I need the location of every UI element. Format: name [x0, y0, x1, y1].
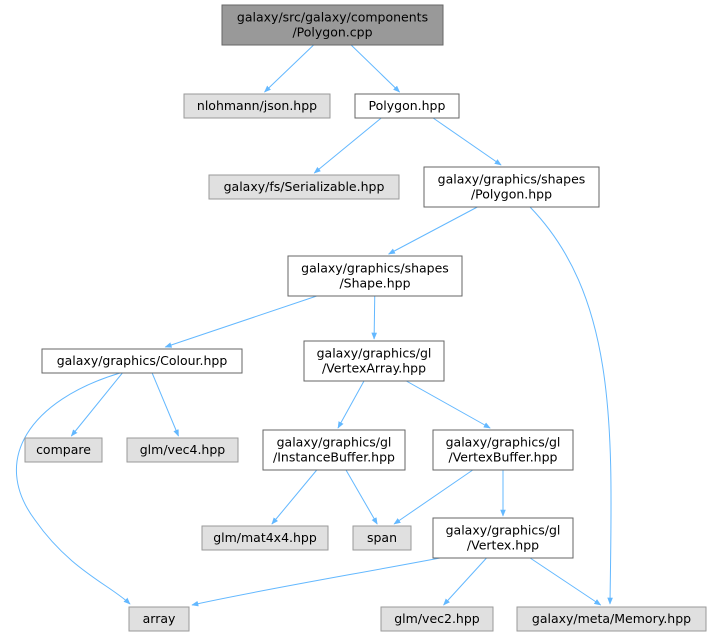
- node-box: [128, 606, 190, 632]
- node-box: [432, 429, 574, 471]
- edge-colour-to-array: [16, 372, 131, 605]
- node-label-line: span: [367, 530, 397, 545]
- edge-shapes_polygon-to-memory: [529, 206, 613, 605]
- node-label-line: /InstanceBuffer.hpp: [273, 450, 395, 465]
- node-root[interactable]: galaxy/src/galaxy/components/Polygon.cpp: [221, 4, 444, 46]
- node-polygon-hpp[interactable]: Polygon.hpp: [354, 93, 460, 119]
- node-label-line: /VertexArray.hpp: [322, 361, 426, 376]
- node-label-line: galaxy/graphics/gl: [317, 346, 432, 361]
- node-vertex[interactable]: galaxy/graphics/gl/Vertex.hpp: [432, 517, 574, 559]
- node-serializable: galaxy/fs/Serializable.hpp: [208, 174, 400, 200]
- edge-colour-to-vec4: [151, 372, 179, 437]
- node-label-line: array: [143, 611, 176, 626]
- node-label-line: /Polygon.cpp: [292, 25, 372, 40]
- node-vertexarray[interactable]: galaxy/graphics/gl/VertexArray.hpp: [303, 340, 445, 382]
- nodes-layer: galaxy/src/galaxy/components/Polygon.cpp…: [24, 4, 707, 632]
- edge-shapes_shape-to-vertexarray: [371, 295, 377, 340]
- node-label-line: glm/mat4x4.hpp: [213, 530, 317, 545]
- node-instancebuffer[interactable]: galaxy/graphics/gl/InstanceBuffer.hpp: [262, 429, 406, 471]
- edge-instancebuffer-to-mat4x4: [271, 469, 318, 525]
- node-box: [221, 4, 444, 46]
- edge-vertex-to-array: [191, 557, 441, 607]
- node-shapes-shape[interactable]: galaxy/graphics/shapes/Shape.hpp: [287, 255, 463, 297]
- edge-vertexbuffer-to-span: [393, 469, 474, 525]
- node-label-line: Polygon.hpp: [369, 98, 446, 113]
- node-box: [24, 437, 103, 463]
- node-label-line: compare: [36, 442, 91, 457]
- node-mat4x4: glm/mat4x4.hpp: [201, 525, 329, 551]
- node-box: [183, 93, 331, 119]
- node-box: [380, 606, 494, 632]
- edge-polygon_hpp-to-serializable: [313, 117, 382, 174]
- node-label-line: galaxy/graphics/gl: [446, 435, 561, 450]
- node-label-line: /Vertex.hpp: [467, 538, 539, 553]
- node-label-line: galaxy/graphics/gl: [446, 523, 561, 538]
- node-box: [126, 437, 239, 463]
- node-label-line: /Shape.hpp: [339, 276, 410, 291]
- node-box: [208, 174, 400, 200]
- node-label-line: glm/vec4.hpp: [140, 442, 226, 457]
- node-label-line: galaxy/src/galaxy/components: [237, 10, 428, 25]
- edge-colour-to-compare: [70, 372, 123, 437]
- edge-vertexarray-to-instancebuffer: [337, 380, 365, 429]
- node-box: [201, 525, 329, 551]
- node-label-line: /VertexBuffer.hpp: [449, 450, 558, 465]
- node-label-line: glm/vec2.hpp: [394, 611, 480, 626]
- edge-instancebuffer-to-span: [345, 469, 378, 525]
- edge-polygon_hpp-to-shapes_polygon: [432, 117, 502, 166]
- node-box: [262, 429, 406, 471]
- node-span: span: [352, 525, 412, 551]
- node-shapes-polygon[interactable]: galaxy/graphics/shapes/Polygon.hpp: [423, 166, 600, 208]
- node-box: [516, 606, 707, 632]
- node-box: [287, 255, 463, 297]
- edge-vertexarray-to-vertexbuffer: [406, 380, 491, 429]
- edge-vertex-to-memory: [529, 557, 602, 606]
- edge-root-to-json: [264, 44, 314, 93]
- node-label-line: galaxy/graphics/gl: [277, 435, 392, 450]
- node-label-line: galaxy/graphics/shapes: [301, 261, 449, 276]
- node-compare: compare: [24, 437, 103, 463]
- node-vertexbuffer[interactable]: galaxy/graphics/gl/VertexBuffer.hpp: [432, 429, 574, 471]
- node-label-line: galaxy/meta/Memory.hpp: [532, 611, 691, 626]
- edges-layer: [16, 44, 613, 607]
- node-box: [423, 166, 600, 208]
- node-memory: galaxy/meta/Memory.hpp: [516, 606, 707, 632]
- node-json: nlohmann/json.hpp: [183, 93, 331, 119]
- node-box: [352, 525, 412, 551]
- node-box: [432, 517, 574, 559]
- node-vec4: glm/vec4.hpp: [126, 437, 239, 463]
- edge-shapes_polygon-to-shapes_shape: [388, 206, 478, 255]
- node-label-line: galaxy/graphics/Colour.hpp: [57, 353, 228, 368]
- node-box: [354, 93, 460, 119]
- node-label-line: nlohmann/json.hpp: [197, 98, 317, 113]
- node-array: array: [128, 606, 190, 632]
- edge-shapes_shape-to-colour: [164, 295, 317, 348]
- node-label-line: galaxy/graphics/shapes: [438, 172, 586, 187]
- edge-vertex-to-vec2: [443, 557, 487, 606]
- node-colour[interactable]: galaxy/graphics/Colour.hpp: [41, 348, 243, 374]
- node-box: [41, 348, 243, 374]
- node-vec2: glm/vec2.hpp: [380, 606, 494, 632]
- node-label-line: galaxy/fs/Serializable.hpp: [224, 179, 385, 194]
- edge-root-to-polygon_hpp: [350, 44, 401, 93]
- node-box: [303, 340, 445, 382]
- node-label-line: /Polygon.hpp: [471, 187, 552, 202]
